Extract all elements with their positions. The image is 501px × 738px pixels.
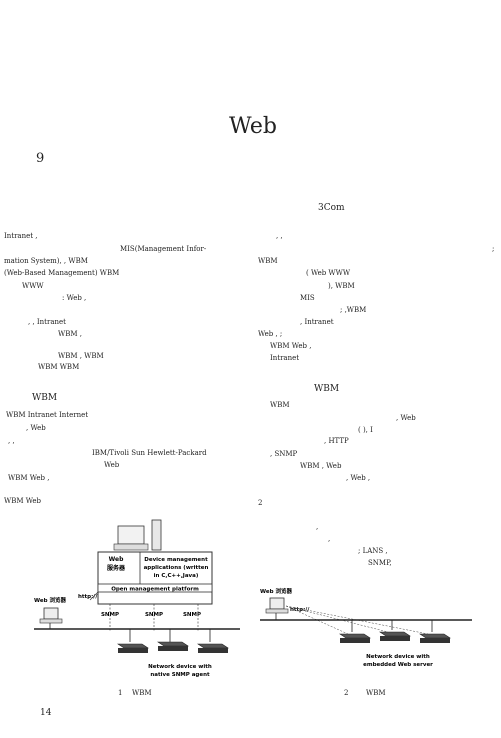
server-box xyxy=(97,551,213,605)
left-body-line: (Web-Based Management) WBM xyxy=(4,269,120,277)
right-section-line: WBM xyxy=(270,401,290,409)
web-server-label: Web xyxy=(109,556,124,563)
network-device-icon xyxy=(379,631,411,637)
figure-1-caption: WBM xyxy=(132,689,152,697)
right-section-title: WBM xyxy=(314,384,340,394)
right-body-line: , , xyxy=(276,232,283,240)
web-server-label2: 服务器 xyxy=(107,564,126,572)
left-body-line: WBM , xyxy=(58,330,82,338)
right-section-line: , SNMP xyxy=(270,450,298,458)
figure-1-caption-number: 1 xyxy=(118,689,123,697)
right-section-line: WBM , Web xyxy=(300,462,342,470)
right-section-line: ( ), I xyxy=(358,426,373,434)
http-label: http:// xyxy=(78,594,98,600)
network-device-icon xyxy=(339,633,371,639)
right-body-line: WBM Web , xyxy=(270,342,312,350)
right-section-line: , HTTP xyxy=(324,437,349,445)
platform-label: Open management platform xyxy=(111,587,199,593)
snmp-label: SNMP xyxy=(183,612,201,618)
right-list-line: ; LANS , xyxy=(358,547,388,555)
browser-pc-icon xyxy=(269,597,285,610)
network-device-icon xyxy=(117,643,149,649)
device-label: Network device with xyxy=(148,664,212,670)
left-section-line: , , xyxy=(8,437,15,445)
left-body-line: Intranet , xyxy=(4,232,38,240)
http-label: http:// xyxy=(290,607,310,613)
left-body-line: : Web , xyxy=(62,294,87,302)
figure-2-caption-number: 2 xyxy=(344,689,349,697)
right-section-line: , Web xyxy=(396,414,416,422)
left-body-line: mation System), , WBM xyxy=(4,257,88,265)
right-body-line: Web , ; xyxy=(258,330,283,338)
left-section-line: Web xyxy=(104,461,120,469)
browser-label: Web 浏览器 xyxy=(34,596,66,604)
device-label: Network device with xyxy=(366,654,430,660)
left-body-line: , , Intranet xyxy=(28,318,66,326)
figure-1-diagram: Web 服务器 Device management applications (… xyxy=(34,519,240,678)
left-section-title: WBM xyxy=(32,393,58,403)
left-body-line: WBM , WBM xyxy=(58,352,104,360)
page-title: Web xyxy=(229,114,277,139)
right-body-line: , Intranet xyxy=(300,318,334,326)
right-list-line: SNMP, xyxy=(368,559,392,567)
left-body-line: WBM WBM xyxy=(38,363,80,371)
page-number: 14 xyxy=(40,708,52,718)
left-section-line: WBM Intranet Internet xyxy=(6,411,89,419)
left-section-line: , Web xyxy=(26,424,46,432)
right-body-line: ; xyxy=(492,245,495,253)
right-body-line: WBM xyxy=(258,257,278,265)
left-section-line: WBM Web , xyxy=(8,474,50,482)
figure-2-diagram: Web 浏览器 http:// Network device with embe… xyxy=(260,587,472,668)
right-list-line: , xyxy=(316,523,319,531)
left-body-line: MIS(Management Infor- xyxy=(120,245,207,253)
network-device-icon xyxy=(419,633,451,639)
right-body-line: MIS xyxy=(300,294,315,302)
network-device-icon xyxy=(157,641,189,647)
left-section-line: IBM/Tivoli Sun Hewlett-Packard xyxy=(92,449,207,457)
apps-label3: in C,C++,Java) xyxy=(154,573,199,579)
right-body-line: ), WBM xyxy=(328,282,355,290)
issue-number: 9 xyxy=(36,151,45,166)
right-body-line: Intranet xyxy=(270,354,300,362)
right-body-line: ( Web WWW xyxy=(306,269,351,277)
company-name: 3Com xyxy=(318,203,345,213)
figure-2-caption: WBM xyxy=(366,689,386,697)
right-numbered-item: 2 xyxy=(258,499,263,507)
server-monitor-icon xyxy=(117,525,145,545)
left-body-line: WWW xyxy=(22,282,44,290)
browser-label: Web 浏览器 xyxy=(260,587,292,595)
right-body-line: ; ,WBM xyxy=(340,306,367,314)
right-section-line: , Web , xyxy=(346,474,371,482)
apps-label: Device management xyxy=(144,557,208,563)
device-label2: native SNMP agent xyxy=(150,672,210,678)
browser-pc-icon xyxy=(43,607,59,620)
device-label2: embedded Web server xyxy=(363,662,433,668)
network-device-icon xyxy=(197,643,229,649)
right-list-line: , xyxy=(328,535,331,543)
left-section-line: WBM Web xyxy=(4,497,41,505)
apps-label2: applications (written xyxy=(144,565,209,571)
platform-bar xyxy=(97,583,213,593)
server-tower-icon xyxy=(151,519,162,551)
